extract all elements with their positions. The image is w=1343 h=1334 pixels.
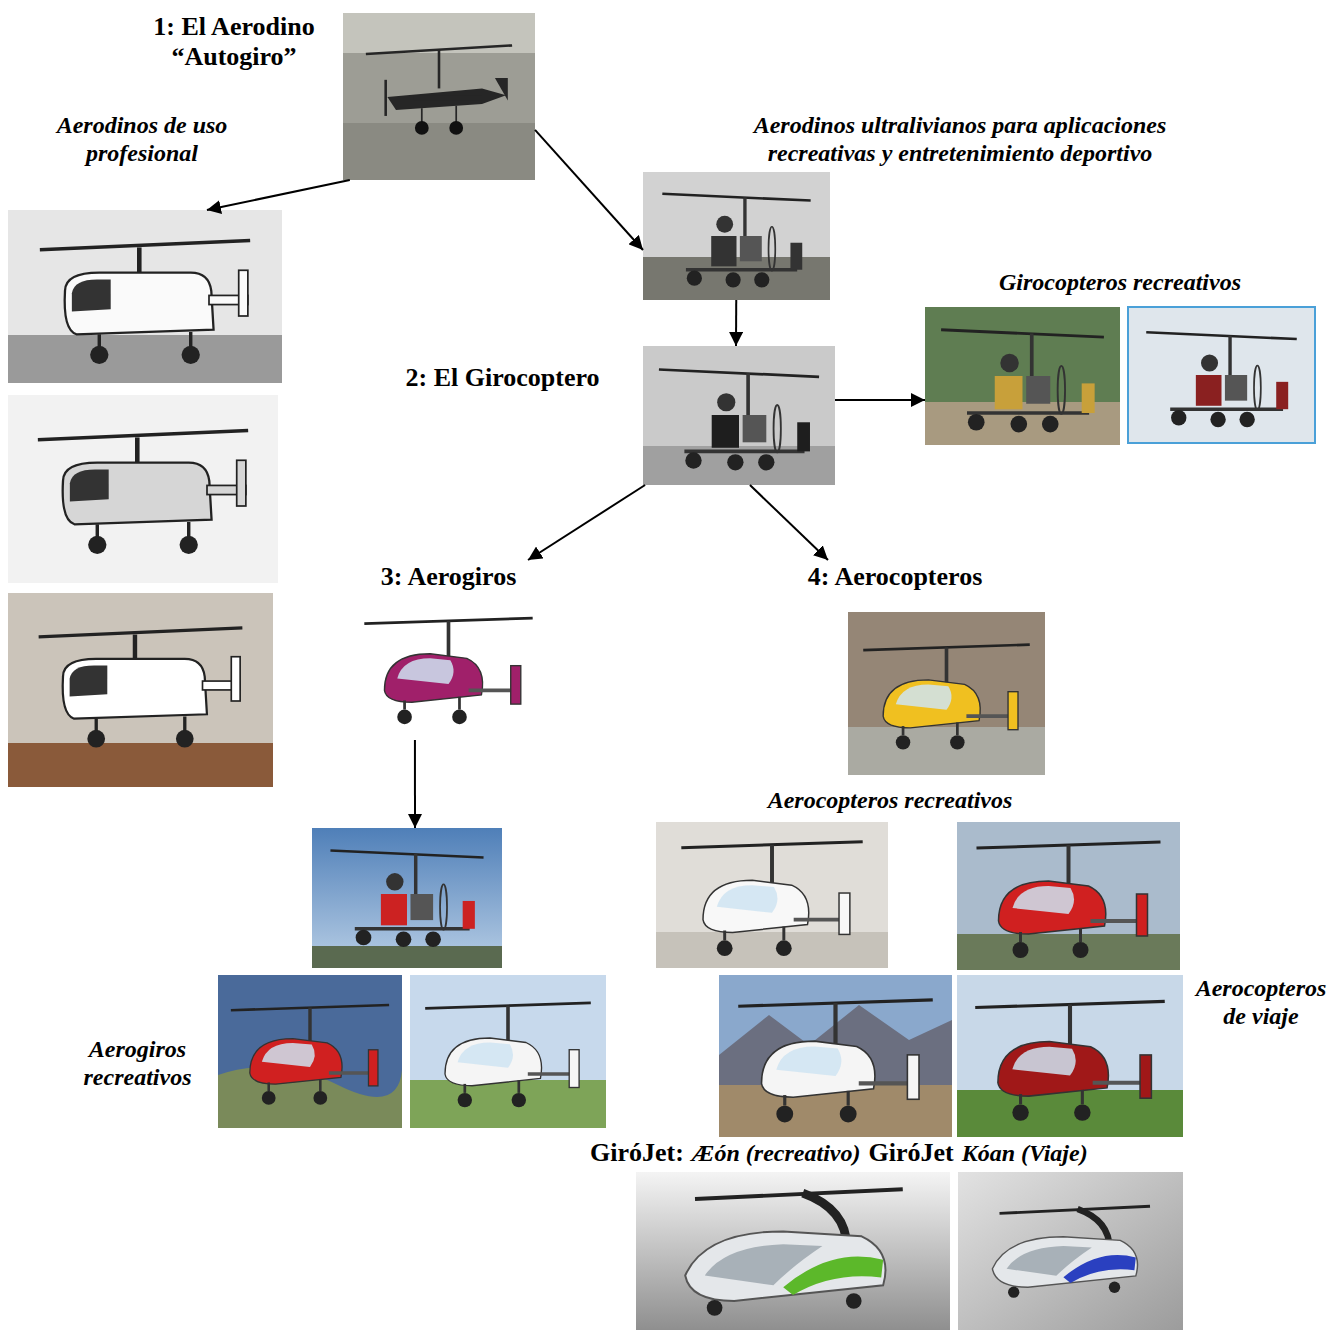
photo [957,975,1183,1137]
photo [8,210,282,383]
aerogiros-recreativos-node: Aerogiros recreativos [68,828,606,1128]
photo-ground [312,828,502,968]
photo [848,612,1045,775]
aerogiros-node: 3: Aerogiros [352,560,545,740]
photo-ground [352,595,545,740]
node-heading: Aerocopteros de viaje [1183,975,1339,1030]
aircraft [425,1003,591,1107]
aircraft [364,618,532,724]
node-heading: Girocopteros recreativos [925,269,1315,297]
aircraft [662,194,810,288]
aircraft [863,645,1030,750]
aircraft [738,1000,933,1123]
photo [410,975,606,1128]
field [957,934,1180,970]
photo-ground [957,975,1183,1137]
aircraft [38,431,248,554]
photo-caption: Kóan (Viaje) [962,1140,1088,1168]
photo [312,828,502,968]
node-heading: Aerodinos de uso profesional [22,112,262,167]
photo-ground [1128,307,1315,443]
photo-ground [957,822,1180,970]
girocopteros-recreativos-node: Girocopteros recreativos [925,307,1315,445]
photo-ground [636,1172,950,1330]
photo [343,13,535,180]
node-heading: 4: Aerocopteros [790,562,1000,592]
photo-ground [8,210,282,383]
arrow-connector [207,180,350,210]
photo-ground [719,975,952,1137]
aircraft [685,1189,903,1315]
photo [8,395,278,583]
arrow-connector [750,485,828,560]
professional-node: Aerodinos de uso profesional [8,210,282,383]
photo-ground [643,172,830,300]
photo [719,975,952,1137]
node-heading: Aerocopteros recreativos [730,787,1050,815]
aircraft [941,330,1104,433]
aerocopteros-node: 4: Aerocopteros [790,560,1045,775]
photo-ground [8,395,278,583]
arrow-connector [528,485,645,560]
field [8,743,273,787]
aircraft [992,1206,1150,1298]
aircraft [366,45,512,134]
photo [636,1172,950,1330]
photo [958,1172,1183,1330]
photo-ground [656,822,888,968]
girocoptero-node: 2: El Girocoptero [385,346,835,485]
girojet-node: GiróJet: Æón (recreativo)GiróJet Kóan (Via… [590,1138,1185,1332]
floor [848,727,1045,775]
field [8,335,282,383]
arrow-connector [835,399,925,401]
node-heading: 3: Aerogiros [342,562,555,592]
photo [8,593,273,787]
aircraft [39,628,243,748]
photo-ground [958,1172,1183,1330]
aircraft [231,1005,389,1105]
photo [656,822,888,968]
aircraft [975,1001,1165,1120]
photo [352,595,545,740]
arrow-connector [535,130,643,250]
photo-ground [848,612,1045,775]
photo [1128,307,1315,443]
aircraft [977,842,1161,958]
aerocopteros-viaje-node: Aerocopteros de viaje [719,975,1339,1137]
aircraft [659,370,819,471]
field [312,946,502,968]
aircraft [330,851,483,948]
photo-ground [643,346,835,485]
photo-ground [343,13,535,180]
aircraft [40,241,250,364]
floor [656,932,888,968]
photo [925,307,1120,445]
photo-caption: GiróJet: [590,1138,684,1168]
aircraft [681,842,862,956]
caption-row: GiróJet: Æón (recreativo)GiróJet Kóan (Via… [590,1138,1088,1168]
arrow-connector [414,740,416,828]
photo [643,346,835,485]
node-heading: 1: El Aerodino “Autogiro” [128,12,340,72]
photo-ground [218,975,402,1128]
connectors [207,130,925,828]
photo [218,975,402,1128]
photo-ground [410,975,606,1128]
field [343,123,535,180]
node-heading: Aerogiros recreativos [70,1036,205,1091]
photo [957,822,1180,970]
photo-ground [925,307,1120,445]
aircraft [1146,332,1296,427]
photo-caption: Æón (recreativo) [692,1140,861,1168]
aerocopteros-recreativos-node: Aerocopteros recreativos [656,788,1180,970]
arrow-connector [735,300,737,346]
node-heading: 2: El Girocoptero [385,363,620,393]
photo-ground [8,593,273,787]
photo [643,172,830,300]
node-heading: Aerodinos ultralivianos para aplicacione… [710,112,1210,167]
photo-caption: GiróJet [868,1138,953,1168]
